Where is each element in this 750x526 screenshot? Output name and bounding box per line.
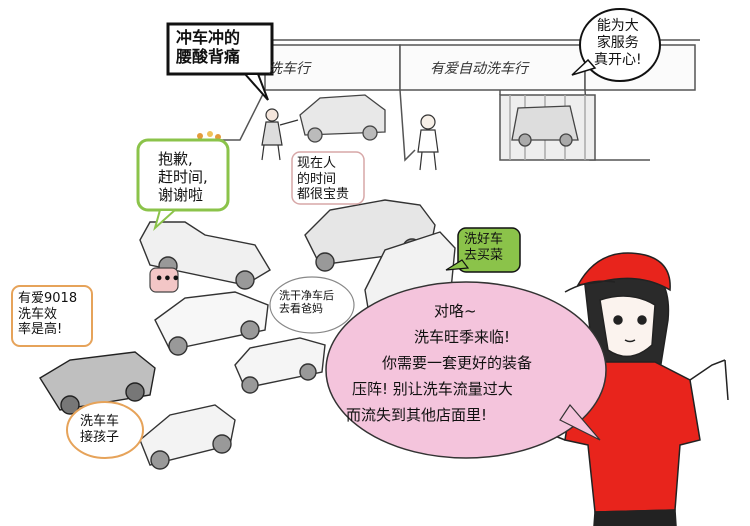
main-bubble-line-2: 洗车旺季来临! [414,328,511,346]
sign-carwash-name: 有爱自动洗车行 [430,61,528,77]
apology-speech-bubble [136,138,230,212]
pickup-bubble-text: 洗车车 接孩子 [80,414,120,445]
main-speech-bubble [325,281,607,459]
apology-bubble-text: 抱歉, 赶时间, 谢谢啦 [158,150,208,204]
car-sedan-bottom [139,404,236,470]
efficiency-bubble-text: 有爱9018 洗车效 率是高! [18,291,78,338]
main-bubble-line-3: 你需要一套更好的装备 [382,354,533,372]
ellipsis-bubble-text: ••• [155,272,180,287]
visit-dad-bubble-text: 洗干净车后 去看爸妈 [279,289,334,316]
car-in-wash-left [299,94,386,143]
car-in-wash-right [511,105,579,147]
main-bubble-line-1: 对咯~ [434,302,477,320]
groceries-bubble-text: 洗好车 去买菜 [464,232,504,263]
attendant-figure [417,114,439,171]
pickup-speech-bubble [66,401,144,459]
car-suv-dark-left [39,351,156,415]
worker-speech-bubble [166,22,274,76]
attendant-bubble-text: 能为大 家服务 真开心! [594,18,642,68]
car-white-sedan-middle [154,291,269,356]
attendant-speech-bubble [579,8,661,82]
efficiency-speech-bubble [11,285,93,347]
main-bubble-line-4: 压阵! 别让洗车流量过大 [352,380,513,398]
time-bubble-text: 现在人 的时间 都很宝贵 [297,156,350,203]
groceries-speech-bubble [457,227,521,273]
car-minivan-center [234,337,326,394]
worker-figure [261,108,299,161]
main-bubble-line-5: 而流失到其他店面里! [346,406,488,424]
visit-dad-speech-bubble [269,276,355,334]
time-speech-bubble [291,151,365,205]
sign-left-partial: 洗车行 [268,61,310,77]
worker-bubble-text: 冲车冲的 腰酸背痛 [176,28,241,67]
ellipsis-bubble [149,267,179,293]
